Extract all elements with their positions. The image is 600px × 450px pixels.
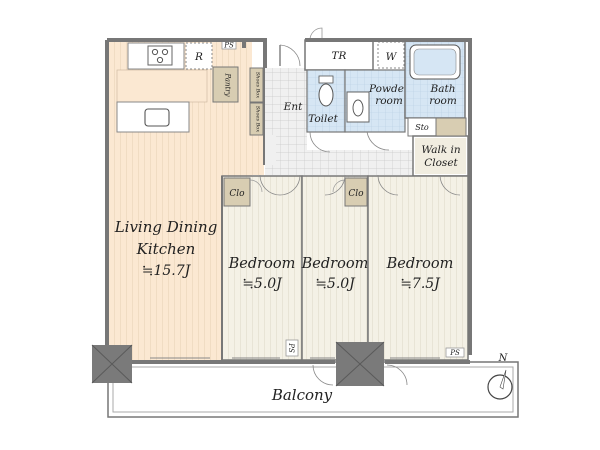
ldk-area: ≒15.7J: [142, 263, 192, 279]
toilet-label: Toilet: [308, 113, 338, 125]
ps1-label: PS: [223, 42, 234, 50]
fridge-label: R: [194, 51, 203, 63]
closet-1-label: Clo: [229, 189, 245, 199]
bath-room: Bath room: [404, 39, 466, 119]
entrance-door: [279, 44, 301, 67]
toilet-room: Toilet: [306, 69, 346, 153]
bedroom-1-area: ≒5.0J: [242, 276, 283, 292]
balcony-label: Balcony: [271, 386, 333, 404]
trunk-room: TR: [304, 27, 374, 71]
closet-2: Clo: [332, 177, 368, 207]
ps2-label: PS: [287, 342, 295, 353]
bedroom-2-area: ≒5.0J: [315, 276, 356, 292]
bedroom-2: Bedroom ≒5.0J: [301, 175, 369, 361]
walk-in-label-1: Walk in: [421, 144, 461, 156]
sink-icon: [144, 108, 170, 127]
walk-in-closet: Walk in Closet: [412, 117, 469, 177]
bedroom-3: Bedroom ≒7.5J: [367, 175, 469, 361]
closet-2-label: Clo: [348, 189, 364, 199]
shoes-box-1-label: Shoes Box: [255, 72, 261, 98]
bedroom-3-area: ≒7.5J: [400, 276, 441, 292]
shoes-box-2-label: Shoes Box: [255, 106, 261, 132]
north-compass-icon: N: [487, 353, 513, 404]
shoes-box-2: Shoes Box: [249, 102, 264, 136]
bedroom-doors: [259, 174, 461, 196]
north-label: N: [498, 353, 509, 364]
bath-label-2: room: [429, 95, 457, 107]
storage: Sto: [407, 117, 437, 137]
bath-label-1: Bath: [430, 83, 456, 95]
pantry: Pantry: [212, 66, 239, 103]
pipe-space-2: PS: [285, 339, 299, 357]
bedroom-3-label: Bedroom: [386, 256, 454, 272]
powder-room: Powder room: [344, 69, 410, 151]
ps3-label: PS: [449, 349, 460, 357]
entrance-hall: Ent: [264, 68, 420, 175]
shoes-box-1: Shoes Box: [249, 67, 264, 103]
columns: [91, 341, 385, 387]
ldk-label-1: Living Dining: [114, 218, 218, 236]
walls: [105, 38, 472, 364]
ldk-labels: Living Dining Kitchen ≒15.7J: [114, 218, 218, 279]
stove-icon: [147, 45, 173, 66]
walk-in-label-2: Closet: [424, 157, 458, 169]
bedroom-1-label: Bedroom: [228, 256, 296, 272]
ldk-label-2: Kitchen: [136, 240, 196, 258]
bedroom-1: Bedroom ≒5.0J: [221, 175, 303, 361]
balcony-doors: [312, 364, 408, 386]
powder-label-2: room: [375, 95, 403, 107]
fridge-space: R: [185, 42, 213, 70]
closet-1: Clo: [223, 177, 263, 207]
powder-label-1: Powder: [368, 83, 410, 95]
washer-space: W: [377, 41, 405, 69]
storage-label: Sto: [415, 123, 429, 132]
entrance-label: Ent: [283, 101, 303, 113]
pipe-space-3: PS: [445, 347, 465, 358]
washer-label: W: [386, 51, 398, 63]
pantry-label: Pantry: [224, 72, 232, 97]
bedroom-2-label: Bedroom: [301, 256, 369, 272]
trunk-room-label: TR: [332, 50, 347, 62]
